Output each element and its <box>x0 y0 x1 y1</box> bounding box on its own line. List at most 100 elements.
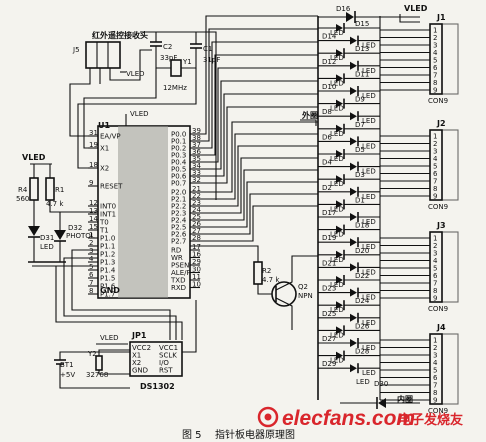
connector-pin-number: 3 <box>433 352 437 360</box>
led-diode-icon <box>350 112 357 121</box>
led-diode-icon <box>350 187 357 196</box>
p0-bus-wire <box>200 106 318 184</box>
connector-shell <box>441 333 459 405</box>
led-type-label: LED <box>330 105 344 113</box>
led-ref-label: D26 <box>355 322 370 330</box>
r1-value: 4.7 k <box>46 200 64 208</box>
mcu-pin-number: 28 <box>192 234 201 242</box>
led-diode-icon <box>350 162 357 171</box>
connector-pin-number: 8 <box>433 287 437 295</box>
mcu-pin-number: 21 <box>192 185 201 193</box>
mcu-pin-number: 6 <box>89 271 94 279</box>
p0-bus-wire <box>200 93 318 177</box>
caption-figure-number: 图 5 <box>182 429 202 441</box>
mcu-pin-label: P2.6 <box>171 231 187 239</box>
mcu-pin-label: WR <box>171 254 183 262</box>
mcu-pin-number: 8 <box>89 287 93 295</box>
mcu-pin-label: P1.6 <box>100 283 116 291</box>
connector-pin-number: 7 <box>433 382 437 390</box>
rtc-ref: JP1 <box>131 331 147 340</box>
led-diode-icon <box>350 87 357 95</box>
mcu-pin-label: P1.5 <box>100 275 115 283</box>
connector-pin-number: 2 <box>433 34 437 42</box>
y1-ref: Y1 <box>182 58 192 66</box>
led-ref-label: D24 <box>355 297 370 305</box>
y2-ref: Y2 <box>87 350 97 358</box>
led-ref-label: D12 <box>322 58 336 66</box>
led-ref-label: D7 <box>355 121 365 129</box>
connector-pin-number: 6 <box>433 272 438 280</box>
indicator-block: VLED R4 560 R1 4.7 k D31 LED D32 PHOTOL <box>16 153 98 267</box>
led-diode-icon <box>350 238 357 247</box>
mcu-pin-label: P2.3 <box>171 210 186 218</box>
led-type-label: LED <box>362 344 376 352</box>
mcu-pin-label: T1 <box>99 227 109 235</box>
rtc-chip-name: DS1302 <box>140 382 175 391</box>
mcu-pin-label: P2.7 <box>171 238 186 246</box>
led-type-label: LED <box>330 54 344 62</box>
mcu-pin-label: X1 <box>100 145 109 153</box>
led-ref-label: D8 <box>322 108 332 116</box>
led-ref-label: D27 <box>322 335 336 343</box>
led-diode-icon <box>350 313 357 322</box>
mcu-pin-label: P0.3 <box>171 152 186 160</box>
p0-bus-wire <box>200 80 318 170</box>
connector-ref: J4 <box>436 323 446 332</box>
mcu-pin-label: INT0 <box>100 203 116 211</box>
p2-bus-wire <box>200 157 318 214</box>
outer-ring-label: 外圈 <box>302 110 318 120</box>
led-type-label: LED <box>362 92 376 100</box>
mcu-pin-number: 11 <box>192 273 201 281</box>
led-array: D16 D15LEDD14LEDD13LEDD12LEDD11LEDD10LED… <box>317 5 420 400</box>
mcu-pin-label: TXD <box>170 277 185 285</box>
led-ref-label: D10 <box>322 83 336 91</box>
caption-title: 指针板电器原理图 <box>215 428 295 441</box>
rtc-pin-label: VCC2 <box>132 344 151 352</box>
connector-pin-number: 9 <box>433 295 437 303</box>
rtc-pin-label: I/O <box>159 359 169 367</box>
led-type-label: LED <box>362 218 376 226</box>
led-ref-label: D25 <box>322 310 336 318</box>
led-ref-label: D15 <box>355 20 369 28</box>
led-diode-icon <box>336 225 343 234</box>
led-ref-label: D6 <box>322 133 332 141</box>
led-type-label: LED <box>330 306 344 314</box>
connector-pin-number: 8 <box>433 79 437 87</box>
mcu-pin-label: X2 <box>100 165 109 173</box>
led-ref-label: D22 <box>355 272 369 280</box>
mcu-pin-label: P2.5 <box>171 224 186 232</box>
mcu-pin-label: P1.2 <box>100 251 115 259</box>
led-ref-label: D5 <box>355 146 365 154</box>
d32-ref: D32 <box>68 224 82 232</box>
led-ref-label: D23 <box>322 285 336 293</box>
connector-ref: J3 <box>436 221 446 230</box>
led-type-label: LED <box>330 256 344 264</box>
connector-pin-number: 7 <box>433 178 437 186</box>
rtc-pin-label: RST <box>159 367 173 375</box>
rtc-pin-label: X1 <box>132 352 141 360</box>
r1-ref: R1 <box>55 186 64 194</box>
connector-pin-number: 1 <box>433 27 437 35</box>
watermark-site: elecfans.com <box>282 407 415 430</box>
connector-pin-number: 7 <box>433 72 437 80</box>
led-type-label: LED <box>362 319 376 327</box>
led-type-label: LED <box>362 268 376 276</box>
led-diode-icon <box>336 49 343 58</box>
led-type-label: LED <box>330 29 344 37</box>
d31-ref: D31 <box>40 234 54 242</box>
led-ref-label: D17 <box>322 209 336 217</box>
rtc-vled-label: VLED <box>100 334 119 342</box>
mcu-pin-label: P0.7 <box>171 180 186 188</box>
mcu-pin-label: P0.5 <box>171 166 186 174</box>
ir-receiver-block: 红外遥控接收头 J5 VLED <box>69 30 152 137</box>
mcu-pin-label: P0.2 <box>171 145 186 153</box>
led-type-label: LED <box>330 331 344 339</box>
led-type-label: LED <box>362 142 376 150</box>
mcu-pin-number: 29 <box>192 258 201 266</box>
mcu-pin-number: 13 <box>89 207 98 215</box>
mcu-pin-label: P2.0 <box>171 189 186 197</box>
connector-pin-number: 4 <box>433 49 438 57</box>
p0-bus-wire <box>200 15 318 135</box>
